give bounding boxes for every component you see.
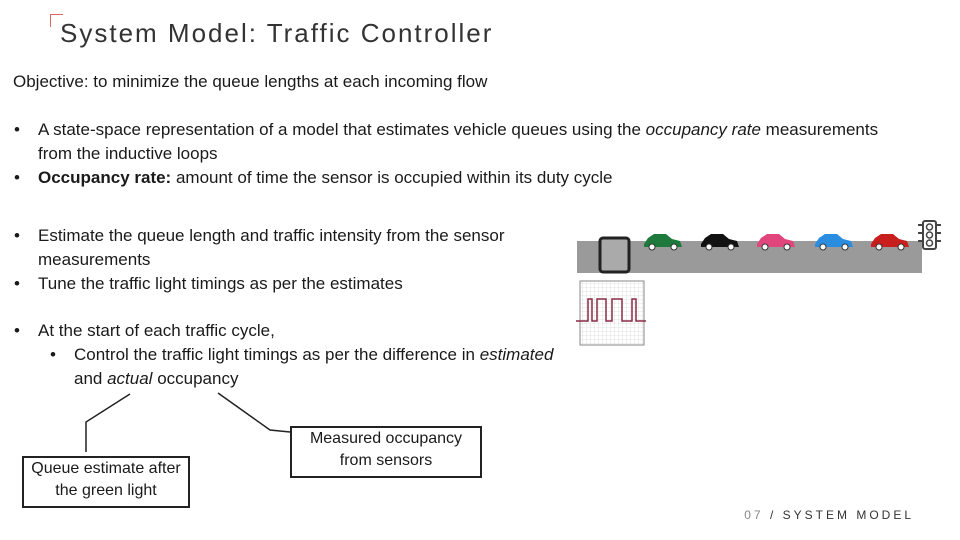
bullet-text: occupancy (152, 369, 239, 388)
car-icon-3 (757, 234, 795, 251)
connector-measured (217, 392, 291, 433)
bullet-group-1: • A state-space representation of a mode… (14, 118, 914, 190)
bullet-tune: • Tune the traffic light timings as per … (14, 272, 554, 296)
section-name: SYSTEM MODEL (782, 508, 914, 522)
road-illustration (576, 220, 941, 346)
traffic-light-icon (918, 220, 941, 250)
car-icon-2 (701, 234, 739, 251)
bullet-text: measurements from the inductive loops (38, 120, 879, 163)
inductive-loop-sensor (598, 236, 631, 274)
objective-text: Objective: to minimize the queue lengths… (13, 72, 488, 91)
title-corner-mark (50, 14, 63, 27)
sub-bullet-control: • Control the traffic light timings as p… (14, 343, 574, 391)
bullet-dot: • (14, 274, 20, 293)
bullet-dot: • (14, 120, 20, 139)
bullet-dot: • (14, 168, 20, 187)
bullet-estimate: • Estimate the queue length and traffic … (14, 224, 554, 272)
footer: 07 / SYSTEM MODEL (744, 508, 914, 522)
bullet-text: and (74, 369, 108, 388)
bullet-emphasis: occupancy rate (645, 120, 761, 139)
bullet-dot: • (14, 321, 20, 340)
page-number: 07 (744, 508, 764, 522)
bullet-state-space: • A state-space representation of a mode… (14, 118, 914, 166)
car-icon-1 (644, 234, 682, 251)
bullet-dot: • (50, 345, 56, 364)
bullet-text: A state-space representation of a model … (38, 120, 646, 139)
bullet-text: At the start of each traffic cycle, (38, 321, 275, 340)
callout-measured-occupancy: Measured occupancy from sensors (290, 426, 482, 478)
callout-queue-estimate: Queue estimate after the green light (22, 456, 190, 508)
bullet-emphasis: actual (107, 369, 153, 388)
bullet-text: Estimate the queue length and traffic in… (38, 226, 505, 269)
bullet-occupancy-rate: • Occupancy rate: amount of time the sen… (14, 166, 914, 190)
bullet-dot: • (14, 226, 20, 245)
bullet-text: amount of time the sensor is occupied wi… (171, 168, 613, 187)
road-strip (577, 241, 922, 273)
bullet-text: Tune the traffic light timings as per th… (38, 274, 403, 293)
bullet-group-3: • At the start of each traffic cycle, • … (14, 319, 574, 391)
occupancy-signal-plot (576, 280, 646, 346)
bullet-text: Control the traffic light timings as per… (74, 345, 480, 364)
bullet-cycle-start: • At the start of each traffic cycle, (14, 319, 574, 343)
bullet-bold-term: Occupancy rate: (38, 168, 172, 187)
car-icon-5 (871, 234, 909, 251)
bullet-group-2: • Estimate the queue length and traffic … (14, 224, 554, 296)
page-title: System Model: Traffic Controller (60, 18, 494, 48)
footer-separator: / (769, 508, 777, 522)
car-icon-4 (815, 234, 853, 251)
bullet-emphasis: estimated (479, 345, 554, 364)
connector-queue-estimate (85, 393, 131, 452)
